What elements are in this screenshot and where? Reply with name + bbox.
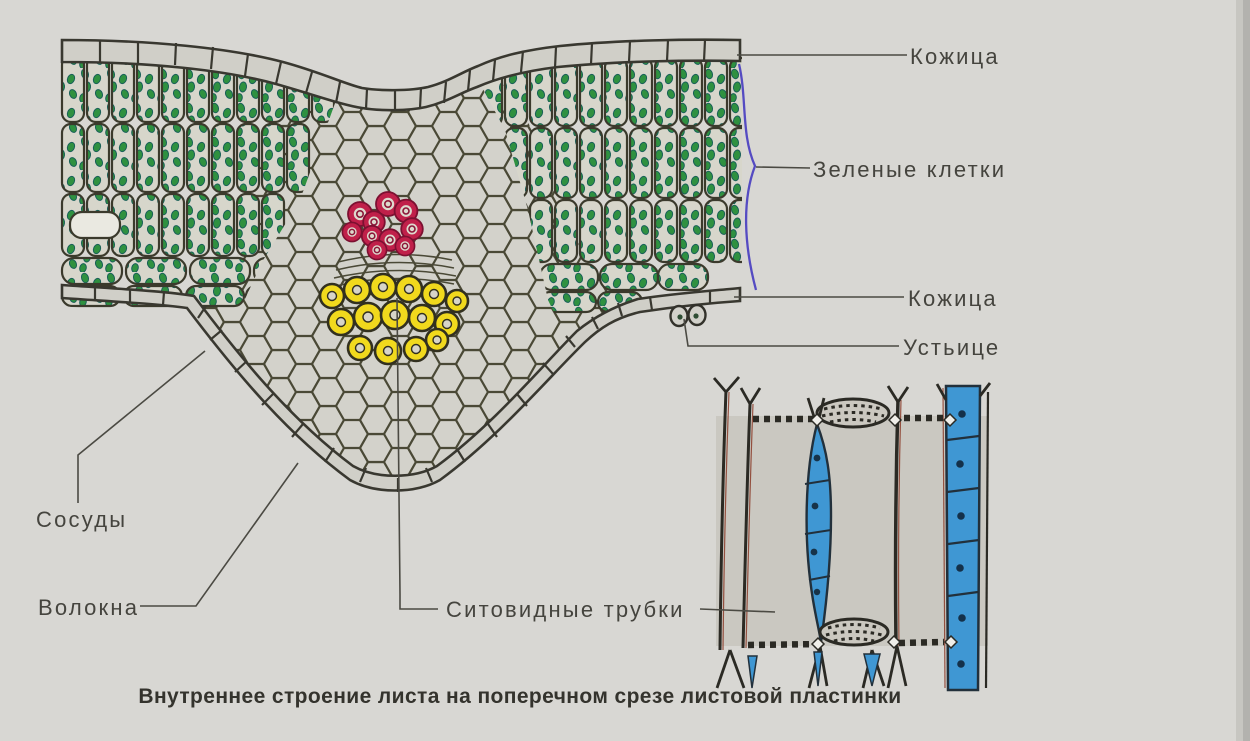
label-green-cells: Зеленые клетки: [813, 157, 1007, 182]
leader-vessels: [77, 350, 206, 503]
leader-sieve-right: [699, 608, 776, 613]
bottom-epidermis: [60, 283, 742, 492]
sieve-tube-column: [944, 384, 982, 692]
sieve-tube-inset: [712, 376, 992, 692]
label-vessels: Сосуды: [36, 507, 128, 532]
leader-stoma: [683, 318, 899, 347]
pale-spongy-cell: [68, 210, 122, 240]
page-edge-shadow: [1236, 0, 1243, 741]
leader-green-cells: [755, 166, 811, 169]
sieve-plate-bottom: [818, 617, 890, 647]
sieve-tube-cells: [318, 272, 470, 366]
cambium-layers: [333, 253, 457, 287]
page-edge-dark: [1243, 0, 1250, 741]
top-epidermis: [60, 38, 742, 112]
stoma-guard-cells: [669, 303, 707, 328]
leader-fibers: [140, 462, 299, 607]
green-cells-ink-bracket: [737, 63, 758, 291]
label-sieve-tubes: Ситовидные трубки: [446, 597, 685, 622]
leader-sieve-left: [396, 297, 438, 610]
figure-caption: Внутреннее строение листа на поперечном …: [138, 685, 902, 708]
xylem-vessels: [341, 191, 424, 261]
label-fibers: Волокна: [38, 595, 140, 620]
sieve-plate-top: [815, 397, 891, 429]
label-skin-bottom: Кожица: [908, 286, 998, 311]
leader-lines: [77, 54, 907, 613]
label-stoma: Устьице: [903, 335, 1001, 360]
label-skin-top: Кожица: [910, 44, 1000, 69]
